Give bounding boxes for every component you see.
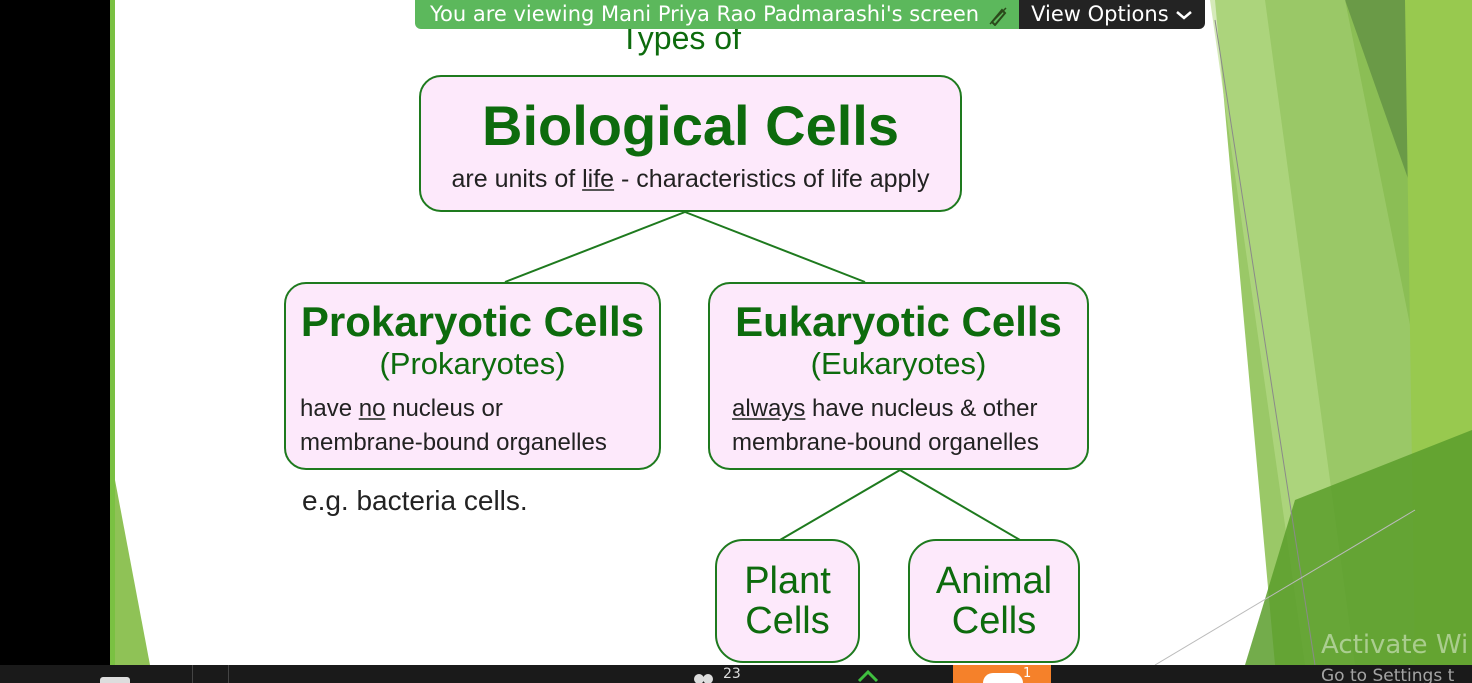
prokaryotic-description: have no nucleus or membrane-bound organe… (300, 395, 607, 456)
biological-cells-subtitle: are units of life - characteristics of l… (451, 165, 930, 193)
share-screen-icon[interactable] (856, 669, 880, 683)
toolbar-divider (192, 665, 229, 683)
view-options-button[interactable]: View Options (1019, 0, 1205, 29)
eukaryotic-alt-name: (Eukaryotes) (810, 346, 987, 381)
meeting-toolbar: 23 1 Go to Settings t (0, 665, 1472, 683)
participants-icon[interactable] (692, 671, 716, 683)
chat-bubble-icon (983, 673, 1023, 683)
chat-count: 1 (1023, 666, 1032, 681)
prokaryotic-cells-box: Prokaryotic Cells (Prokaryotes) have no … (284, 282, 661, 470)
activate-windows-watermark: Activate Wi (1321, 630, 1469, 660)
chevron-down-icon (1175, 10, 1192, 20)
participants-count: 23 (723, 666, 741, 682)
viewing-message: You are viewing Mani Priya Rao Padmarash… (415, 0, 1020, 29)
stop-video-icon[interactable] (100, 677, 130, 683)
plant-cells-box: Plant Cells (715, 539, 860, 663)
prokaryotic-alt-name: (Prokaryotes) (379, 346, 566, 381)
eukaryotic-description: always have nucleus & other membrane-bou… (732, 395, 1039, 456)
left-margin (0, 0, 110, 665)
eukaryotic-cells-box: Eukaryotic Cells (Eukaryotes) always hav… (708, 282, 1089, 470)
plant-cells-label: Plant Cells (744, 560, 831, 642)
animal-cells-label: Animal Cells (935, 560, 1053, 642)
slide-decoration (115, 0, 1472, 665)
chat-button[interactable]: 1 (953, 665, 1051, 683)
biological-cells-box: Biological Cells are units of life - cha… (419, 75, 962, 212)
biological-cells-title: Biological Cells (482, 94, 899, 157)
annotate-pen-icon[interactable] (987, 4, 1009, 26)
activate-windows-settings-hint: Go to Settings t (1321, 666, 1455, 683)
prokaryotic-title: Prokaryotic Cells (300, 298, 645, 345)
animal-cells-box: Animal Cells (908, 539, 1080, 663)
example-text: e.g. bacteria cells. (302, 485, 528, 516)
screen-share-banner: You are viewing Mani Priya Rao Padmarash… (415, 0, 1205, 29)
eukaryotic-title: Eukaryotic Cells (735, 298, 1062, 345)
